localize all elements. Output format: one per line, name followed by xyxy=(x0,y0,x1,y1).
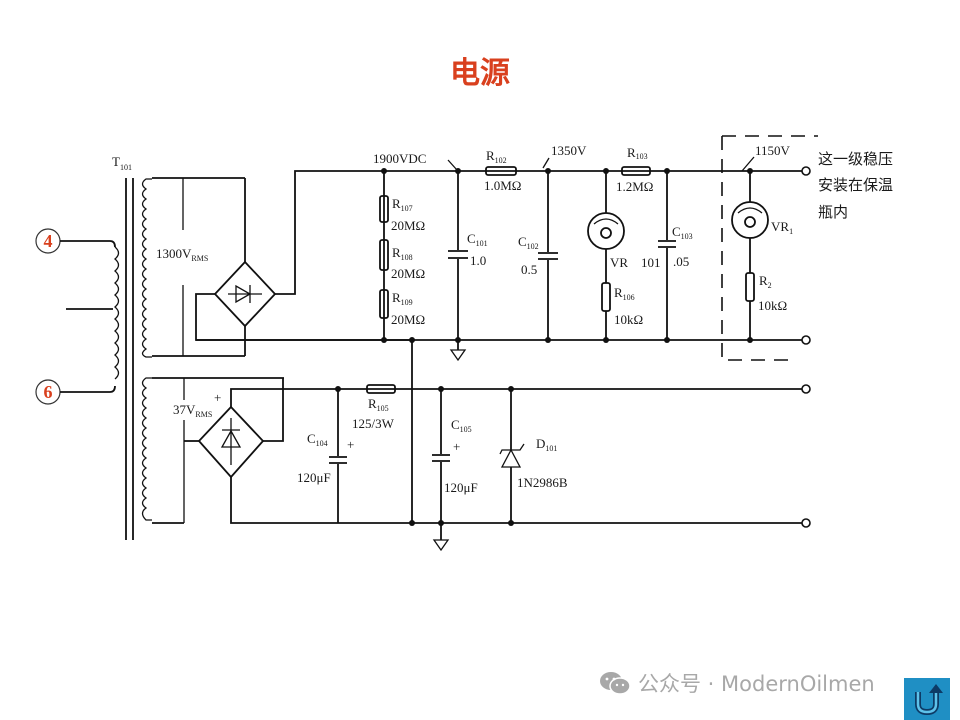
pin-6: 6 xyxy=(35,379,61,405)
r103-label: R103 xyxy=(627,145,648,161)
c102-value: 0.5 xyxy=(521,262,537,277)
c101-value: 1.0 xyxy=(470,253,486,268)
r105-value: 125/3W xyxy=(352,416,395,431)
slide-title: 电源 xyxy=(450,56,510,91)
r109-label: R109 xyxy=(392,290,413,307)
r106-label: R106 xyxy=(614,285,635,302)
c104-plus: + xyxy=(347,437,354,452)
r2-value: 10kΩ xyxy=(758,298,787,313)
primary-winding xyxy=(114,246,120,380)
hv-output-terminal-positive xyxy=(801,166,811,176)
r108-label: R108 xyxy=(392,245,413,262)
voltage-regulator-tube-vr1 xyxy=(731,201,769,239)
vr-value: 101 xyxy=(641,255,661,270)
wechat-icon xyxy=(598,670,632,696)
r102-label: R102 xyxy=(486,148,507,165)
transformer-label: T101 xyxy=(112,154,132,172)
vr-label: VR xyxy=(610,255,628,270)
d101-label: D101 xyxy=(536,436,557,453)
r103-value: 1.2MΩ xyxy=(616,179,653,194)
u-turn-arrow-icon xyxy=(915,684,943,716)
resistor-r2 xyxy=(745,272,755,302)
hv-winding-label: 1300VRMS xyxy=(156,246,208,263)
c104-value: 120μF xyxy=(297,470,331,485)
r2-label: R2 xyxy=(759,273,772,290)
c105-plus: + xyxy=(453,439,460,454)
resistor-r103 xyxy=(621,166,651,176)
note-line-2: 安装在保温 xyxy=(818,176,893,194)
resistor-r102 xyxy=(485,166,517,176)
c104-label: C104 xyxy=(307,431,328,448)
hv-secondary-winding xyxy=(141,178,152,358)
resistor-r109 xyxy=(379,289,389,319)
note-line-3: 瓶内 xyxy=(818,203,848,221)
node-1150v-label: 1150V xyxy=(755,143,791,158)
c103-value: .05 xyxy=(673,254,689,269)
resistor-r106 xyxy=(601,282,611,312)
lv-winding-label: 37VRMS xyxy=(173,402,212,419)
resistor-r107 xyxy=(379,195,389,223)
r107-label: R107 xyxy=(392,196,413,213)
c101-label: C101 xyxy=(467,231,488,248)
r107-value: 20MΩ xyxy=(391,218,425,233)
lv-output-terminal-negative xyxy=(801,518,811,528)
ground-icon-2 xyxy=(432,539,450,552)
resistor-r108 xyxy=(379,239,389,271)
node-1350v-label: 1350V xyxy=(551,143,587,158)
r109-value: 20MΩ xyxy=(391,312,425,327)
r106-value: 10kΩ xyxy=(614,312,643,327)
r102-value: 1.0MΩ xyxy=(484,178,521,193)
resistor-r105 xyxy=(366,384,396,394)
r105-label: R105 xyxy=(368,396,389,413)
lv-bridge-plus: + xyxy=(214,390,221,405)
hv-output-terminal-negative xyxy=(801,335,811,345)
lv-secondary-winding xyxy=(141,377,152,521)
pin-6-label: 6 xyxy=(44,382,53,402)
c105-value: 120μF xyxy=(444,480,478,495)
c103-label: C103 xyxy=(672,224,693,241)
voltage-regulator-tube-vr xyxy=(587,212,625,250)
c105-label: C105 xyxy=(451,417,472,434)
zener-diode-d101 xyxy=(499,443,525,468)
hv-bridge-rectifier xyxy=(213,260,277,328)
pin-4-label: 4 xyxy=(44,231,53,251)
pin-4: 4 xyxy=(35,228,61,254)
node-1900vdc-label: 1900VDC xyxy=(373,151,426,166)
footer-watermark: 公众号 · ModernOilmen xyxy=(598,668,875,698)
note-line-1: 这一级稳压 xyxy=(818,150,893,168)
ground-icon xyxy=(449,349,467,362)
c102-label: C102 xyxy=(518,234,539,251)
vr1-label: VR1 xyxy=(771,219,793,236)
return-button[interactable] xyxy=(904,678,950,720)
thermos-enclosure xyxy=(721,135,818,361)
lv-output-terminal-positive xyxy=(801,384,811,394)
footer-brand-text: 公众号 · ModernOilmen xyxy=(638,672,875,696)
d101-part: 1N2986B xyxy=(517,475,568,490)
r108-value: 20MΩ xyxy=(391,266,425,281)
